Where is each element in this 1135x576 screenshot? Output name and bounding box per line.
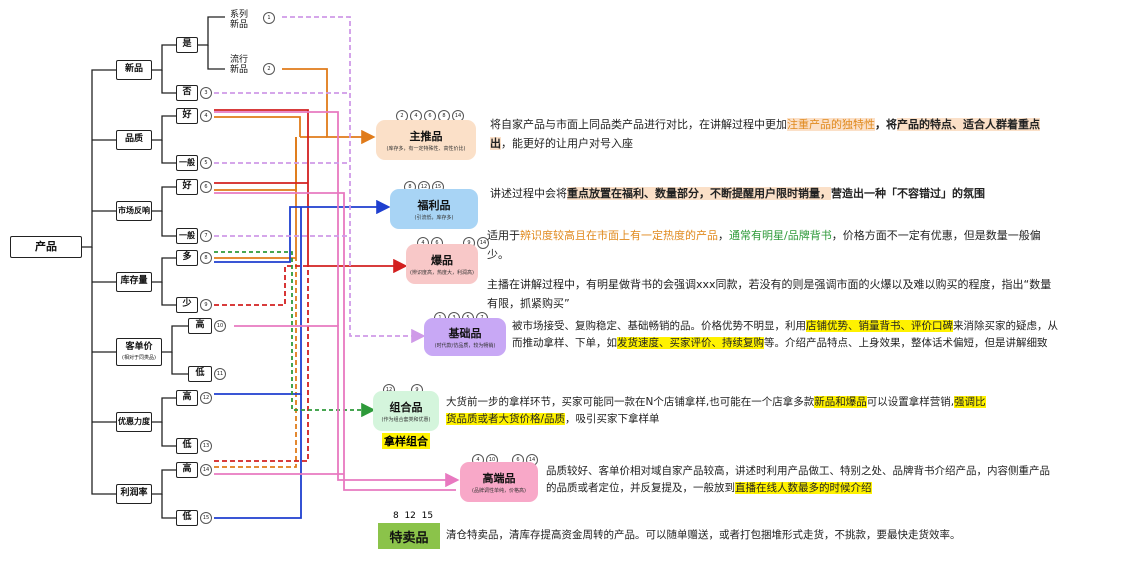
text: ，能更好的让用户对号入座 xyxy=(501,137,633,150)
category-combo-note: (作为组合套类和优惠) xyxy=(381,417,431,423)
category-main-push: 主推品 (库存多，有一定特殊性、高性价比) xyxy=(376,120,476,160)
option-num-7: 7 xyxy=(200,230,212,242)
option-market-good: 好 xyxy=(176,179,198,195)
option-trend-new: 流行 新品 xyxy=(230,55,249,76)
option-discount-low: 低 xyxy=(176,438,198,454)
option-stock-many: 多 xyxy=(176,250,198,266)
highlight: 发货速度、买家评价、持续复购 xyxy=(617,337,764,349)
option-profit-high: 高 xyxy=(176,462,198,478)
category-premium-name: 高端品 xyxy=(482,472,516,485)
dimension-unit-price-label: 客单价 xyxy=(125,341,153,352)
desc-special-sale: 清仓特卖品，清库存提高资金周转的产品。可以随单赠送，或者打包捆堆形式走货，不挑款… xyxy=(446,529,961,541)
dimension-quality: 品质 xyxy=(116,130,152,150)
category-special-sale: 特卖品 xyxy=(378,523,440,549)
highlight: 店铺优势、销量背书、评价口碑 xyxy=(806,320,953,332)
option-num-2: 2 xyxy=(263,63,275,75)
category-welfare-name: 福利品 xyxy=(417,199,451,212)
category-hit: 爆品 (辨识度高，热度大，利润高) xyxy=(406,244,478,284)
option-num-11: 11 xyxy=(214,368,226,380)
text: 等。介绍产品特点、上身效果，整体话术偏短，但是讲解细致 xyxy=(764,337,1048,349)
text: ，将 xyxy=(875,118,897,131)
text: ，吸引买家下拿样单 xyxy=(565,413,660,425)
option-quality-good: 好 xyxy=(176,108,198,124)
option-num-1: 1 xyxy=(263,12,275,24)
category-basic-note: (时代款/仿品质，较为畅销) xyxy=(434,343,496,349)
highlight: 新品和爆品 xyxy=(814,396,867,408)
text: 营造出一种「不容错过」的氛围 xyxy=(831,187,985,200)
highlight: 注重产品的独特性 xyxy=(787,118,875,131)
text: 可以设置拿样营销, xyxy=(866,396,955,408)
option-num-12: 12 xyxy=(200,392,212,404)
desc-combo: 大货前一步的拿样环节，买家可能同一款在N个店铺拿样,也可能在一个店拿多款新品和爆… xyxy=(446,394,986,428)
text: 大货前一步的拿样环节，买家可能同一款在N个店铺拿样,也可能在一个店拿多款 xyxy=(446,396,815,408)
option-num-10: 10 xyxy=(214,320,226,332)
category-combo-name: 组合品 xyxy=(389,401,423,414)
highlight: 通常有明星/品牌背书 xyxy=(729,229,832,242)
category-premium: 高端品 (品牌调性单纯，价格高) xyxy=(460,462,538,502)
special-sale-badges: 8 12 15 xyxy=(393,511,434,521)
option-no: 否 xyxy=(176,85,198,101)
desc-hit-1: 适用于辨识度较高且在市面上有一定热度的产品，通常有明星/品牌背书，价格方面不一定… xyxy=(487,226,1059,264)
dimension-profit-rate: 利润率 xyxy=(116,484,152,504)
option-num-13: 13 xyxy=(200,440,212,452)
dimension-unit-price-note: (相对于同类品) xyxy=(122,354,156,361)
text: 品质较好、客单价相对域自家产品较高，讲述时利用产品做工、特别之处、品牌背书介绍产… xyxy=(546,465,1050,494)
category-hit-note: (辨识度高，热度大，利润高) xyxy=(410,270,474,276)
badges-hit: 4 6 9 14 xyxy=(417,237,489,249)
desc-welfare: 讲述过程中会将重点放置在福利、数量部分，不断提醒用户限时销量，营造出一种「不容错… xyxy=(490,184,1050,203)
option-series-new: 系列 新品 xyxy=(230,10,249,31)
text: ， xyxy=(718,229,729,242)
tree-lines xyxy=(82,16,225,519)
route-lines xyxy=(214,16,460,519)
option-market-normal: 一般 xyxy=(176,228,198,244)
dimension-stock: 库存量 xyxy=(116,272,152,292)
option-num-3: 3 xyxy=(200,87,212,99)
desc-main-push: 将自家产品与市面上同品类产品进行对比，在讲解过程中更加注重产品的独特性，将产品的… xyxy=(490,115,1058,153)
highlight: 直播在线人数最多的时候介绍 xyxy=(735,482,872,494)
option-yes: 是 xyxy=(176,37,198,53)
option-num-8: 8 xyxy=(200,252,212,264)
option-profit-low: 低 xyxy=(176,510,198,526)
option-price-high: 高 xyxy=(188,318,212,334)
option-num-6: 6 xyxy=(200,181,212,193)
text: 适用于 xyxy=(487,229,520,242)
text: ，价格方面不一定有优惠，但是数量一般偏少。 xyxy=(487,229,1041,261)
text: 讲述过程中会将 xyxy=(490,187,567,200)
category-hit-name: 爆品 xyxy=(431,254,453,267)
badge: 14 xyxy=(477,237,489,249)
combo-tag: 拿样组合 xyxy=(382,433,430,449)
text: 被市场接受、复购稳定、基础畅销的品。价格优势不明显，利用 xyxy=(512,320,806,332)
option-price-low: 低 xyxy=(188,366,212,382)
option-num-14: 14 xyxy=(200,464,212,476)
text: 来消除买家的疑虑，从而推动拿样、下单，如 xyxy=(512,320,1058,349)
category-welfare-note: (引流低，库存多) xyxy=(414,215,454,221)
category-basic: 基础品 (时代款/仿品质，较为畅销) xyxy=(424,318,506,356)
root-node: 产品 xyxy=(10,236,82,258)
dimension-discount: 优惠力度 xyxy=(116,412,152,432)
dimension-unit-price: 客单价 (相对于同类品) xyxy=(116,338,162,366)
category-premium-note: (品牌调性单纯，价格高) xyxy=(472,488,526,494)
desc-premium: 品质较好、客单价相对域自家产品较高，讲述时利用产品做工、特别之处、品牌背书介绍产… xyxy=(546,463,1058,497)
highlight: 重点放置在福利、数量部分，不断提醒用户限时销量， xyxy=(567,187,831,200)
category-combo: 组合品 (作为组合套类和优惠) xyxy=(373,391,439,431)
highlight: 辨识度较高且在市面上有一定热度的产品 xyxy=(520,229,718,242)
category-main-push-name: 主推品 xyxy=(409,130,443,143)
option-stock-few: 少 xyxy=(176,297,198,313)
option-num-15: 15 xyxy=(200,512,212,524)
desc-hit-2: 主播在讲解过程中，有明星做背书的会强调xxx同款，若没有的则是强调市面的火爆以及… xyxy=(487,278,1052,310)
dimension-market-response: 市场反响 xyxy=(116,201,152,221)
desc-basic: 被市场接受、复购稳定、基础畅销的品。价格优势不明显，利用店铺优势、销量背书、评价… xyxy=(512,318,1058,352)
option-num-5: 5 xyxy=(200,157,212,169)
category-main-push-note: (库存多，有一定特殊性、高性价比) xyxy=(386,146,466,152)
text: 将自家产品与市面上同品类产品进行对比，在讲解过程中更加 xyxy=(490,118,787,131)
option-discount-high: 高 xyxy=(176,390,198,406)
option-num-4: 4 xyxy=(200,110,212,122)
category-basic-name: 基础品 xyxy=(448,327,482,340)
option-num-9: 9 xyxy=(200,299,212,311)
category-welfare: 福利品 (引流低，库存多) xyxy=(390,189,478,229)
option-quality-normal: 一般 xyxy=(176,155,198,171)
dimension-newness: 新品 xyxy=(116,60,152,80)
